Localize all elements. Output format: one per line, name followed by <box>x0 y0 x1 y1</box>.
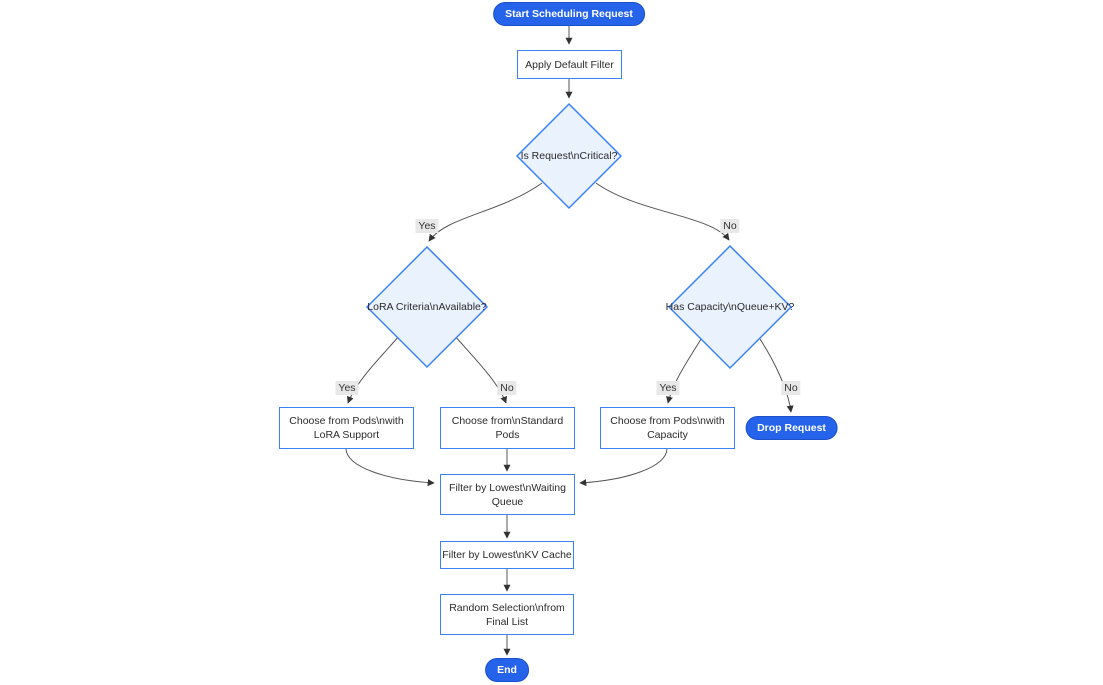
node-start: Start Scheduling Request <box>493 2 645 26</box>
edge-label-capacity-yes: Yes <box>656 381 680 395</box>
edge-lora-no <box>453 334 508 404</box>
node-choose-lora-pods-line2: LoRA Support <box>313 429 380 441</box>
node-random-selection-line1: Random Selection\nfrom <box>449 601 565 614</box>
node-start-label: Start Scheduling Request <box>505 8 633 20</box>
decision-has-capacity-shape <box>667 244 793 370</box>
edge-capacity-yes <box>666 335 704 404</box>
node-drop-request: Drop Request <box>745 416 838 440</box>
node-choose-standard-pods-line2: Pods <box>495 429 520 441</box>
node-choose-capacity-pods-line2: Capacity <box>647 429 688 441</box>
node-drop-request-label: Drop Request <box>757 422 826 434</box>
edge-lora-yes <box>346 334 401 404</box>
node-choose-capacity-pods: Choose from Pods\nwith Capacity <box>600 407 735 449</box>
node-filter-waiting-queue-line2: Queue <box>491 495 524 508</box>
node-filter-kv-cache: Filter by Lowest\nKV Cache <box>440 541 574 569</box>
edge-label-critical-yes: Yes <box>415 219 439 233</box>
node-filter-waiting-queue-line1: Filter by Lowest\nWaiting <box>449 481 566 494</box>
node-end: End <box>485 658 529 682</box>
node-end-label: End <box>497 664 517 676</box>
node-random-selection-line2: Final List <box>485 615 528 628</box>
decision-is-critical-shape <box>515 102 623 210</box>
node-choose-standard-pods: Choose from\nStandard Pods <box>440 407 575 449</box>
node-choose-standard-pods-line1: Choose from\nStandard <box>451 415 564 427</box>
node-choose-capacity-pods-line1: Choose from Pods\nwith <box>610 415 725 427</box>
node-random-selection: Random Selection\nfrom Final List <box>440 594 574 635</box>
node-apply-default-filter-label: Apply Default Filter <box>525 58 614 71</box>
edge-capacity-no <box>757 335 794 413</box>
node-choose-lora-pods-line1: Choose from Pods\nwith <box>289 415 404 427</box>
edge-label-capacity-no: No <box>781 381 801 395</box>
edge-critical-yes <box>428 182 543 242</box>
decision-lora-criteria-shape <box>365 245 489 369</box>
edge-chooselora-filter <box>345 448 435 487</box>
edge-label-critical-no: No <box>720 219 740 233</box>
node-filter-kv-cache-label: Filter by Lowest\nKV Cache <box>442 549 572 561</box>
edge-label-lora-yes: Yes <box>335 381 359 395</box>
node-choose-lora-pods: Choose from Pods\nwith LoRA Support <box>279 407 414 449</box>
edge-critical-no <box>595 182 730 241</box>
edge-label-lora-no: No <box>497 381 517 395</box>
node-apply-default-filter: Apply Default Filter <box>517 50 622 79</box>
edge-choosecapacity-filter <box>579 448 668 487</box>
node-filter-waiting-queue: Filter by Lowest\nWaiting Queue <box>440 474 575 515</box>
